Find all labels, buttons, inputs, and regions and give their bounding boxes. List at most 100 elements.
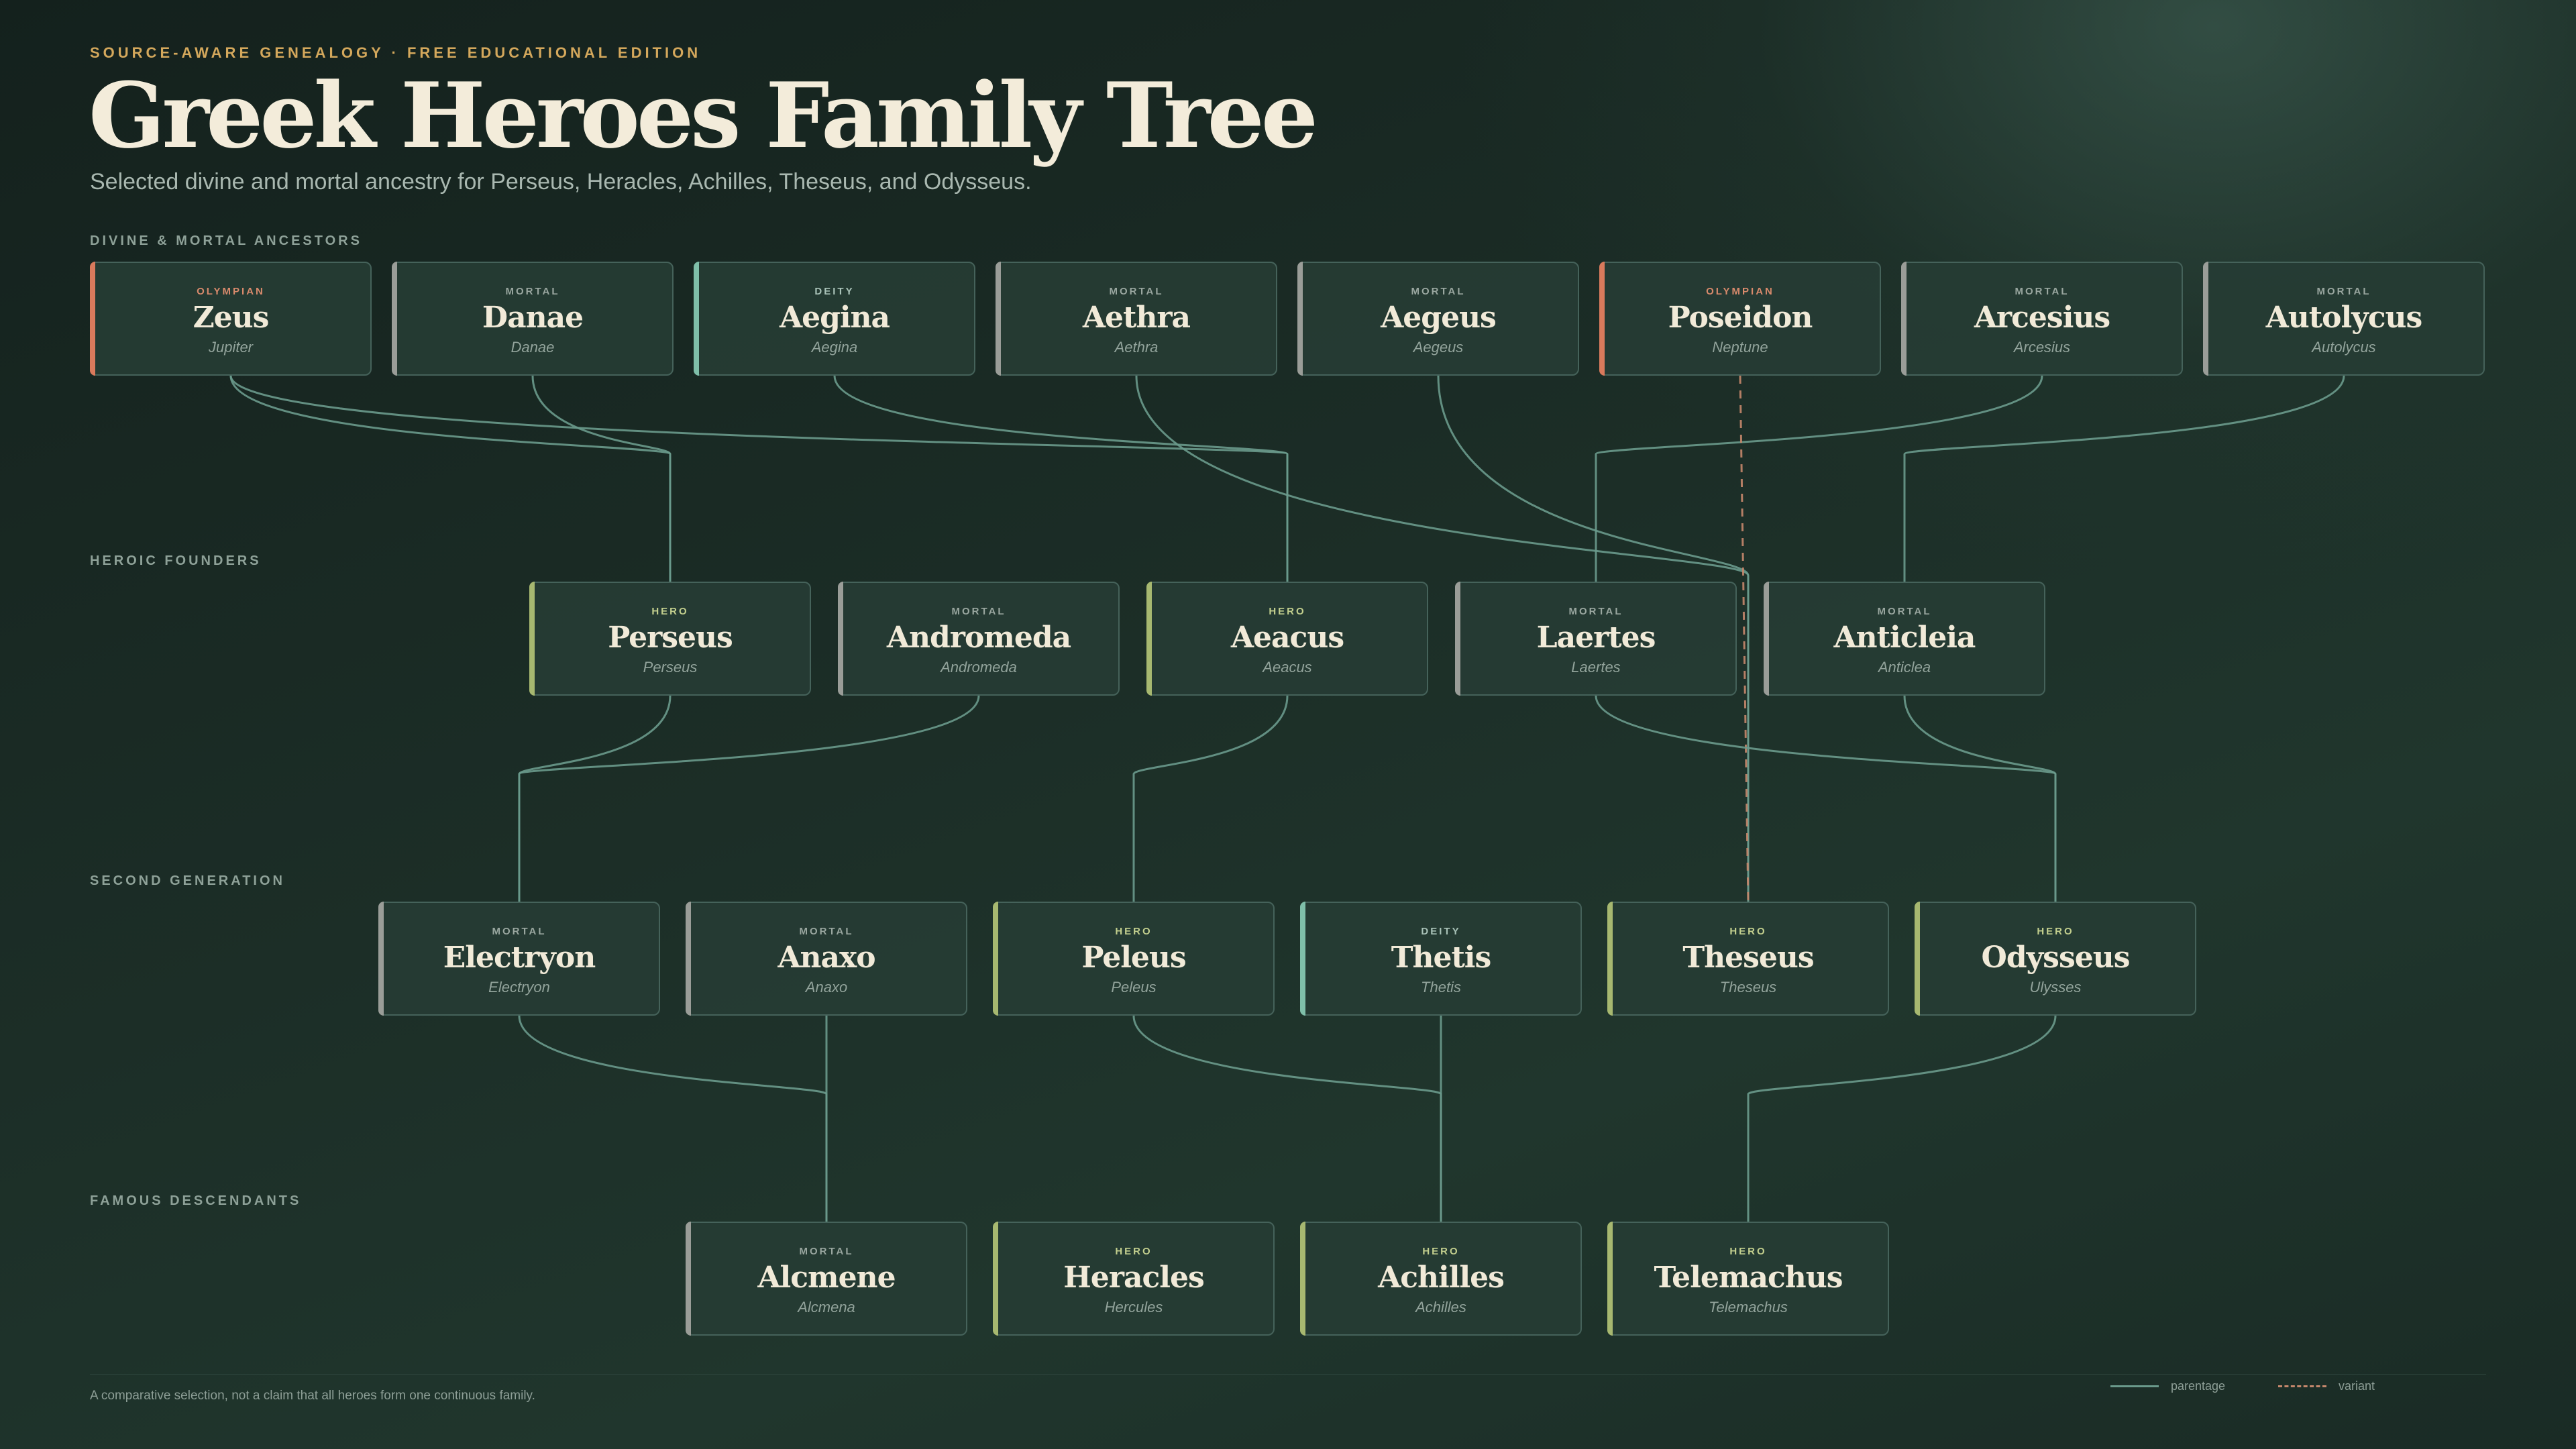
person-name: Telemachus (1654, 1260, 1843, 1295)
person-alt-name: Electryon (488, 979, 550, 996)
parentage-link-aegeus-theseus (1437, 375, 1750, 902)
role-accent-bar (993, 902, 998, 1016)
generation-label-founders: HEROIC FOUNDERS (90, 553, 262, 568)
person-alt-name: Perseus (643, 659, 698, 676)
parentage-link-laertes-odysseus (1595, 695, 2057, 902)
generation-label-descendants: FAMOUS DESCENDANTS (90, 1193, 302, 1208)
person-name: Peleus (1081, 941, 1186, 975)
person-alt-name: Laertes (1571, 659, 1621, 676)
person-role: HERO (1115, 1246, 1152, 1257)
parentage-link-zeus-aeacus (229, 375, 1289, 582)
person-role: MORTAL (951, 606, 1006, 617)
person-alt-name: Thetis (1421, 979, 1461, 996)
person-alt-name: Aethra (1114, 339, 1159, 356)
person-role: MORTAL (2015, 286, 2070, 297)
person-role: MORTAL (799, 1246, 854, 1257)
person-alt-name: Neptune (1712, 339, 1768, 356)
person-name: Heracles (1063, 1260, 1205, 1295)
person-role: HERO (1269, 606, 1306, 617)
legend-parentage-label: parentage (2171, 1379, 2226, 1393)
person-name: Danae (482, 301, 584, 335)
person-alt-name: Arcesius (2013, 339, 2071, 356)
legend-parentage: parentage (2110, 1378, 2225, 1394)
person-alt-name: Anaxo (805, 979, 848, 996)
footer-divider (90, 1374, 2486, 1375)
person-name: Anticleia (1833, 621, 1976, 655)
person-role: MORTAL (799, 926, 854, 937)
role-accent-bar (993, 1222, 998, 1336)
person-alt-name: Telemachus (1709, 1299, 1788, 1316)
role-accent-bar (996, 262, 1001, 376)
page-subtitle: Selected divine and mortal ancestry for … (90, 169, 1032, 195)
person-alt-name: Aeacus (1263, 659, 1312, 676)
role-accent-bar (392, 262, 397, 376)
person-name: Aegina (779, 301, 890, 335)
person-role: DEITY (1421, 926, 1461, 937)
generation-label-ancestors: DIVINE & MORTAL ANCESTORS (90, 233, 362, 248)
legend-variant: variant (2278, 1378, 2375, 1394)
person-name: Theseus (1682, 941, 1814, 975)
page-title: Greek Heroes Family Tree (89, 62, 1318, 168)
person-alt-name: Hercules (1104, 1299, 1163, 1316)
role-accent-bar (529, 582, 535, 696)
parentage-link-aegina-aeacus (833, 375, 1289, 582)
person-role: DEITY (814, 286, 855, 297)
parentage-link-zeus-perseus (229, 375, 672, 582)
role-accent-bar (1300, 1222, 1305, 1336)
parentage-link-odysseus-telemachus (1747, 1015, 2057, 1222)
person-alt-name: Aegeus (1413, 339, 1464, 356)
role-accent-bar (378, 902, 384, 1016)
person-name: Aeacus (1230, 621, 1344, 655)
person-role: HERO (1422, 1246, 1460, 1257)
parentage-link-perseus-electryon (518, 695, 672, 902)
person-role: MORTAL (492, 926, 547, 937)
person-name: Electryon (443, 941, 596, 975)
person-alt-name: Jupiter (208, 339, 254, 356)
person-role: HERO (1729, 1246, 1767, 1257)
person-name: Odysseus (1981, 941, 2131, 975)
eyebrow: SOURCE-AWARE GENEALOGY · FREE EDUCATIONA… (90, 44, 702, 61)
person-role: HERO (1729, 926, 1767, 937)
person-alt-name: Peleus (1111, 979, 1157, 996)
role-accent-bar (838, 582, 843, 696)
person-name: Zeus (193, 301, 270, 335)
person-alt-name: Theseus (1719, 979, 1777, 996)
role-accent-bar (1607, 902, 1613, 1016)
role-accent-bar (694, 262, 699, 376)
parentage-link-electryon-alcmene (518, 1015, 828, 1222)
role-accent-bar (1300, 902, 1305, 1016)
person-name: Alcmene (757, 1260, 896, 1295)
person-alt-name: Achilles (1415, 1299, 1466, 1316)
generation-label-second: SECOND GENERATION (90, 873, 285, 888)
person-name: Andromeda (886, 621, 1071, 655)
person-name: Autolycus (2265, 301, 2423, 335)
person-alt-name: Danae (511, 339, 555, 356)
person-role: MORTAL (1109, 286, 1164, 297)
person-role: OLYMPIAN (1706, 286, 1774, 297)
role-accent-bar (1764, 582, 1769, 696)
person-name: Achilles (1378, 1260, 1505, 1295)
